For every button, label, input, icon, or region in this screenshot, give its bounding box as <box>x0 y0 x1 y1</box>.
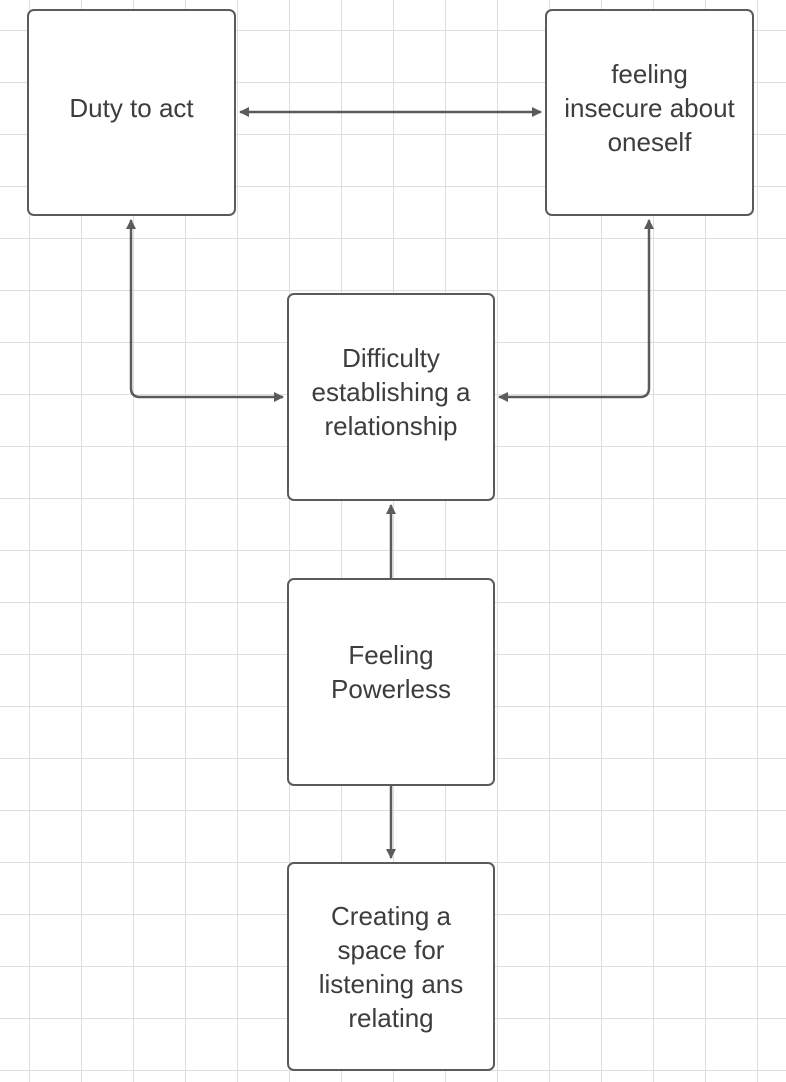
node-label: Feeling Powerless <box>331 640 451 704</box>
node-feeling-insecure[interactable]: feeling insecure about oneself <box>545 9 754 216</box>
node-creating-space[interactable]: Creating a space for listening ans relat… <box>287 862 495 1071</box>
edge-difficulty-duty <box>126 219 284 402</box>
node-difficulty-establishing-relationship[interactable]: Difficulty establishing a relationship <box>287 293 495 501</box>
node-label: Difficulty establishing a relationship <box>311 343 471 441</box>
edge-difficulty-insecure <box>498 219 654 402</box>
node-feeling-powerless[interactable]: Feeling Powerless <box>287 578 495 786</box>
node-label: Duty to act <box>69 92 194 123</box>
node-label: Creating a space for listening ans relat… <box>318 900 464 1033</box>
node-label: feeling insecure about oneself <box>564 58 735 157</box>
node-duty-to-act[interactable]: Duty to act <box>27 9 236 216</box>
